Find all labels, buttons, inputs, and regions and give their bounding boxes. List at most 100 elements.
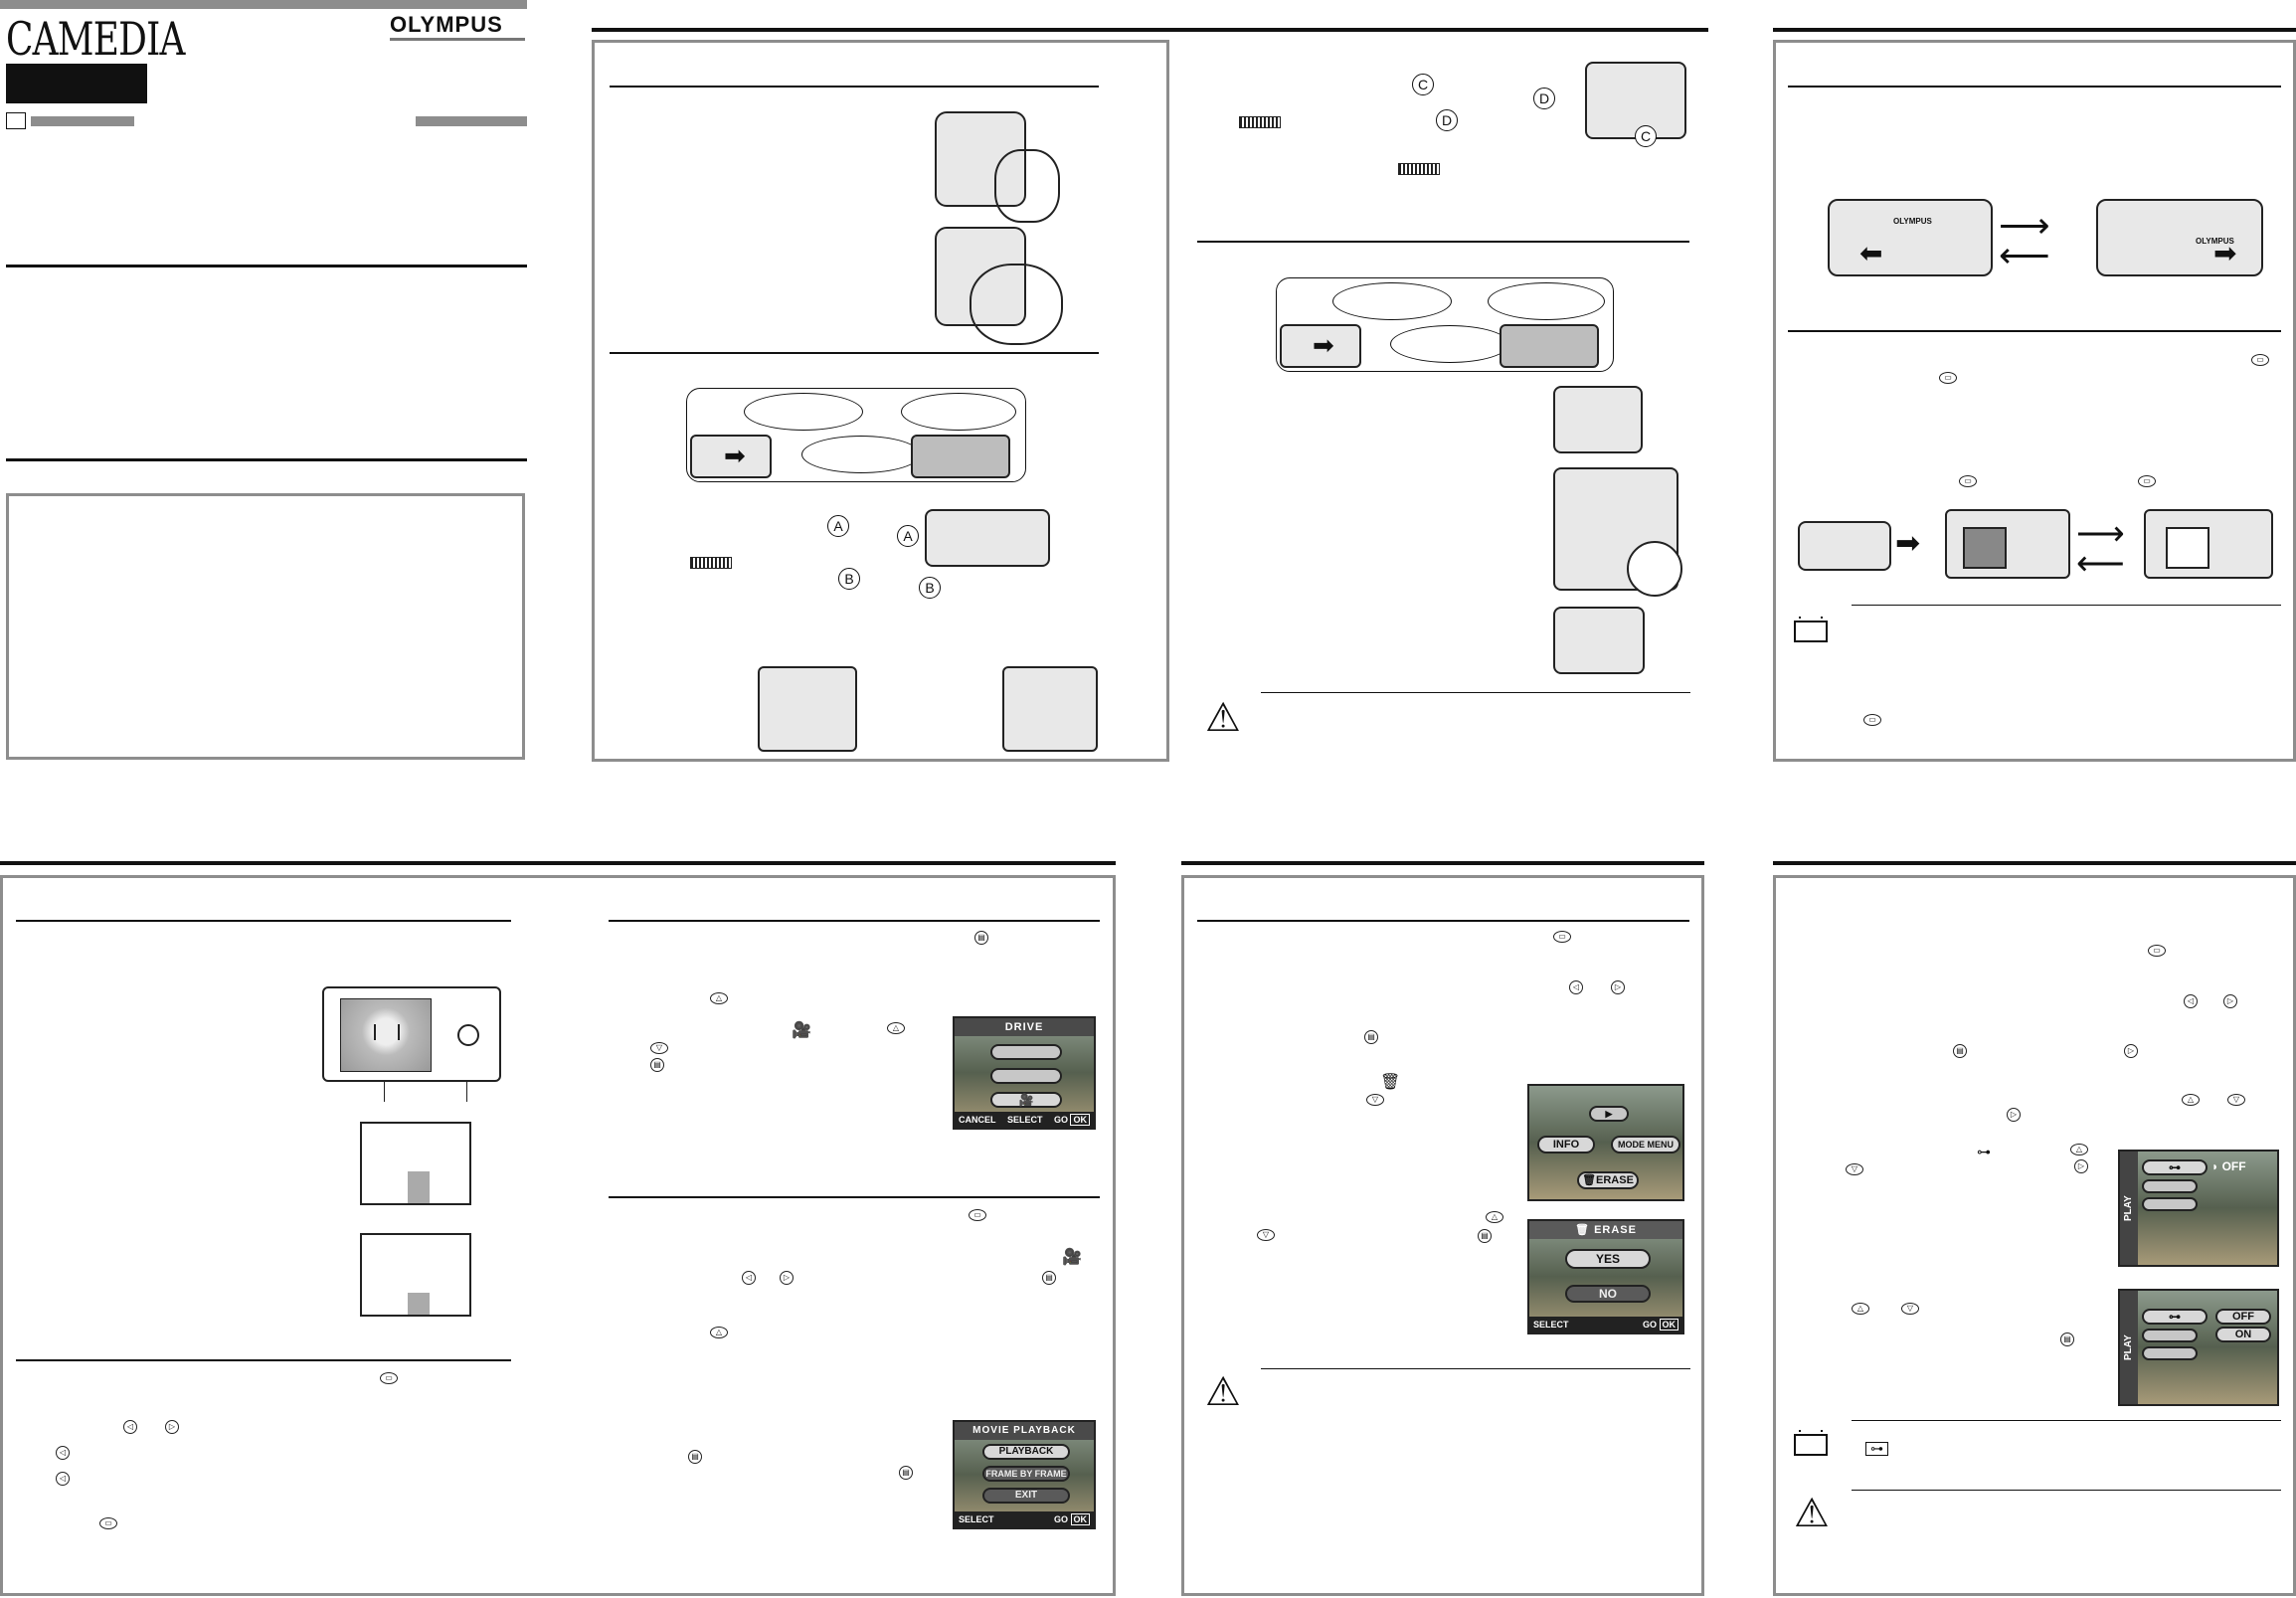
movie-menu-title: MOVIE PLAYBACK (955, 1422, 1094, 1440)
ok-button-icon: ▤ (1953, 1044, 1967, 1058)
cover-gray-bar-left (31, 116, 134, 126)
p6-note-rule (1852, 1420, 2281, 1421)
print-item[interactable] (2142, 1197, 2198, 1211)
p2-rule-1 (1197, 241, 1689, 243)
p6-caution-rule (1852, 1490, 2281, 1491)
note-icon (1794, 617, 1828, 642)
marker-a-illus: A (897, 525, 919, 547)
slide-lock-icon-3 (1398, 163, 1440, 175)
monitor-button-icon: ▭ (2148, 945, 2166, 957)
right-arrow-icon: ▷ (1611, 980, 1625, 994)
p2-caution-rule (1261, 692, 1690, 693)
erase-footer: SELECT GO OK (1529, 1317, 1682, 1332)
top-menu-info[interactable]: INFO (1537, 1136, 1595, 1154)
protect-off-option[interactable]: OFF (2215, 1309, 2271, 1325)
p4-rule-4 (609, 1196, 1100, 1198)
ok-button-icon: ▤ (2060, 1332, 2074, 1346)
lens-barrier-open-illustration (1828, 199, 1993, 276)
top-menu-screen: ▶ INFO MODE MENU 🗑ERASE (1527, 1084, 1684, 1201)
play-tab-1: PLAY (2120, 1152, 2138, 1265)
cover-rule-1 (6, 265, 527, 267)
language-checkbox[interactable] (6, 112, 26, 129)
movie-option-frame-by-frame[interactable]: FRAME BY FRAME (982, 1466, 1070, 1482)
cover-rule-2 (6, 458, 527, 461)
monitor-button-icon: ▭ (1553, 931, 1571, 943)
down-arrow-icon: ▽ (650, 1042, 668, 1054)
card-arrow-icon: ➡ (1313, 330, 1334, 360)
left-arrow-icon: ◁ (56, 1472, 70, 1486)
battery-arrow-icon: ➡ (724, 441, 746, 470)
top-gray-band (0, 0, 527, 9)
bottom-bar-left (0, 861, 1116, 865)
erase-title: 🗑 ERASE (1529, 1221, 1682, 1239)
top-menu-up-slot[interactable]: ▶ (1589, 1106, 1629, 1122)
card-bubble-left (1332, 282, 1452, 320)
marker-c-illus: C (1635, 125, 1657, 147)
erase-go-label: GO OK (1643, 1317, 1678, 1332)
af-target-mark (374, 1024, 400, 1040)
down-arrow-icon: ▽ (1257, 1229, 1275, 1241)
battery-insert-illustration-cr (1002, 666, 1098, 752)
p5-caution-rule (1261, 1368, 1690, 1369)
ok-button-icon: ▤ (650, 1058, 664, 1072)
p5-rule-1 (1197, 920, 1689, 922)
mode-camera-front-illustration (1798, 521, 1891, 571)
top-menu-mode-menu[interactable]: MODE MENU (1611, 1136, 1680, 1154)
panel-strap-battery (592, 40, 1169, 762)
marker-b: B (838, 568, 860, 590)
marker-b-illus: B (919, 577, 941, 599)
warning-icon: ⚠ (1205, 1370, 1241, 1414)
warning-icon: ⚠ (1205, 696, 1241, 740)
erase-no-button[interactable]: NO (1565, 1285, 1651, 1303)
movie-option-exit[interactable]: EXIT (982, 1488, 1070, 1504)
erase-confirm-screen: 🗑 ERASE YES NO SELECT GO OK (1527, 1219, 1684, 1334)
erase-yes-button[interactable]: YES (1565, 1249, 1651, 1269)
drive-cancel-label: CANCEL (959, 1115, 996, 1125)
drive-option-sequential[interactable] (990, 1068, 1062, 1084)
protect-item[interactable]: ⊶ (2142, 1159, 2208, 1175)
movie-go-label: GO OK (1054, 1511, 1090, 1527)
left-arrow-icon: ◁ (123, 1420, 137, 1434)
protect-on-option[interactable]: ON (2215, 1327, 2271, 1342)
card-camera-right (1500, 324, 1599, 368)
trash-icon: 🗑 (1380, 1074, 1401, 1091)
left-arrow-icon: ◁ (1569, 980, 1583, 994)
monitor-button-icon: ▭ (1863, 714, 1881, 726)
drive-option-movie[interactable]: 🎥 (990, 1092, 1062, 1108)
viewfinder-leader-2 (466, 1080, 467, 1102)
monitor-button-icon: ▭ (380, 1372, 398, 1384)
rotate-item-2[interactable] (2142, 1329, 2198, 1342)
movie-select-label: SELECT (959, 1514, 994, 1524)
slide-lock-icon (690, 557, 732, 569)
monitor-press-icon-1: ▭ (1959, 475, 1977, 487)
ok-button-icon: ▤ (899, 1466, 913, 1480)
viewfinder-frame (322, 986, 501, 1082)
drive-menu-screen: DRIVE 🎥 CANCEL SELECT GO OK (953, 1016, 1096, 1130)
drive-go-label: GO OK (1054, 1112, 1090, 1128)
protect-item-2[interactable]: ⊶ (2142, 1309, 2208, 1325)
drive-option-single[interactable] (990, 1044, 1062, 1060)
lcd-off-screen (2166, 527, 2209, 569)
down-arrow-icon: ▽ (2227, 1094, 2245, 1106)
slide-lock-icon-2 (1239, 116, 1281, 128)
mode-toggle-left-icon: ⟵ (2076, 545, 2125, 583)
marker-d-illus: D (1533, 88, 1555, 109)
card-camera-left (1280, 324, 1361, 368)
erase-select-label: SELECT (1533, 1320, 1569, 1330)
down-arrow-icon: ▽ (1366, 1094, 1384, 1106)
shutter-full-button (408, 1293, 430, 1315)
monitor-button-icon: ▭ (969, 1209, 986, 1221)
battery-camera-left (690, 435, 772, 478)
monitor-button-icon: ▭ (1939, 372, 1957, 384)
marker-a: A (827, 515, 849, 537)
left-arrow-icon: ◁ (742, 1271, 756, 1285)
rotate-item[interactable] (2142, 1179, 2198, 1193)
print-item-2[interactable] (2142, 1346, 2198, 1360)
shutter-full-press-illustration (360, 1233, 471, 1317)
monitor-button-icon: ▭ (99, 1517, 117, 1529)
card-step-illustration-3 (1553, 607, 1645, 674)
down-arrow-icon: ▽ (1901, 1303, 1919, 1315)
mode-arrow-icon: ➡ (1895, 527, 1921, 560)
top-menu-erase[interactable]: 🗑ERASE (1577, 1171, 1639, 1189)
movie-option-playback[interactable]: PLAYBACK (982, 1444, 1070, 1460)
